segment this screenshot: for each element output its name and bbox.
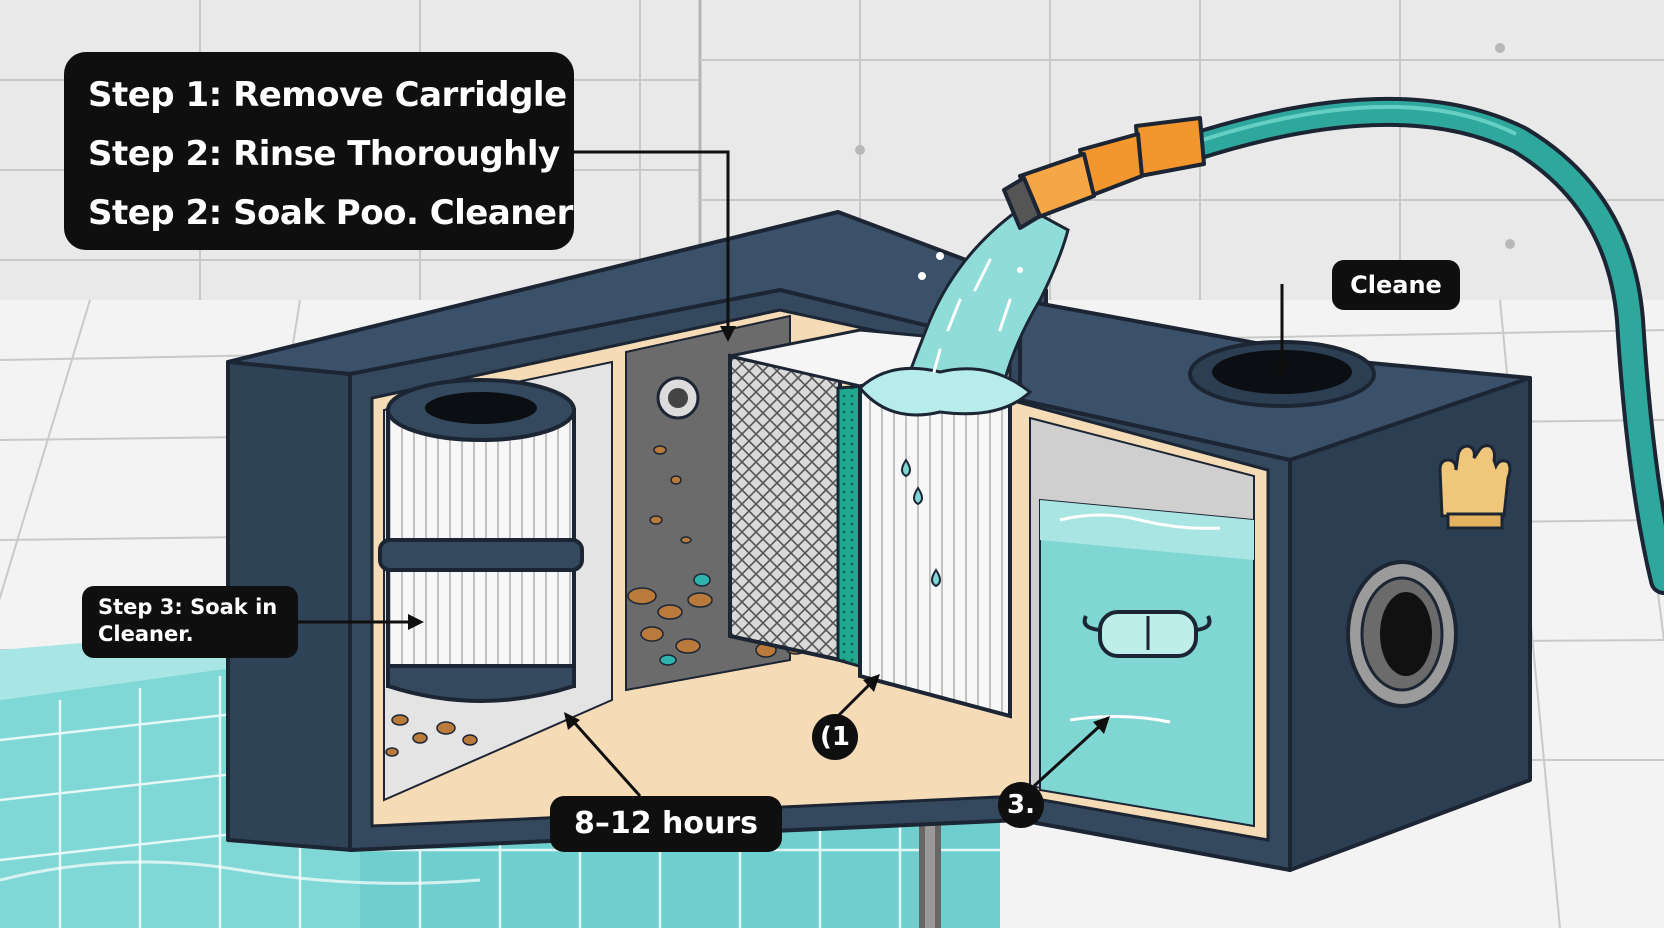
marker-three: 3. <box>998 782 1044 828</box>
steps-callout: Step 1: Remove Carridgle Step 2: Rinse T… <box>64 52 574 250</box>
step-line-1: Step 1: Remove Carridgle <box>88 75 567 115</box>
cleaner-callout: Cleane <box>1332 260 1460 310</box>
hose-nozzle-icon <box>1002 116 1206 230</box>
soak-callout-text: Step 3: Soak in Cleaner. <box>98 595 278 646</box>
leader-lines <box>298 150 1290 798</box>
marker-one: (1 <box>812 714 858 760</box>
safety-goggles-icon <box>1082 610 1212 658</box>
garden-hose <box>1175 96 1664 595</box>
side-port <box>1346 560 1458 708</box>
glove-icon <box>1438 444 1512 530</box>
mesh-filter-panel <box>728 353 868 670</box>
step-line-3: Step 2: Soak Poo. Cleaner <box>88 193 573 233</box>
wall-screw-icon <box>656 376 700 420</box>
step-line-2: Step 2: Rinse Thoroughly <box>88 134 560 174</box>
cartridge-filter <box>378 378 584 703</box>
water-stream <box>857 204 1070 588</box>
duration-callout: 8–12 hours <box>550 796 782 852</box>
soak-callout: Step 3: Soak in Cleaner. <box>82 586 298 658</box>
